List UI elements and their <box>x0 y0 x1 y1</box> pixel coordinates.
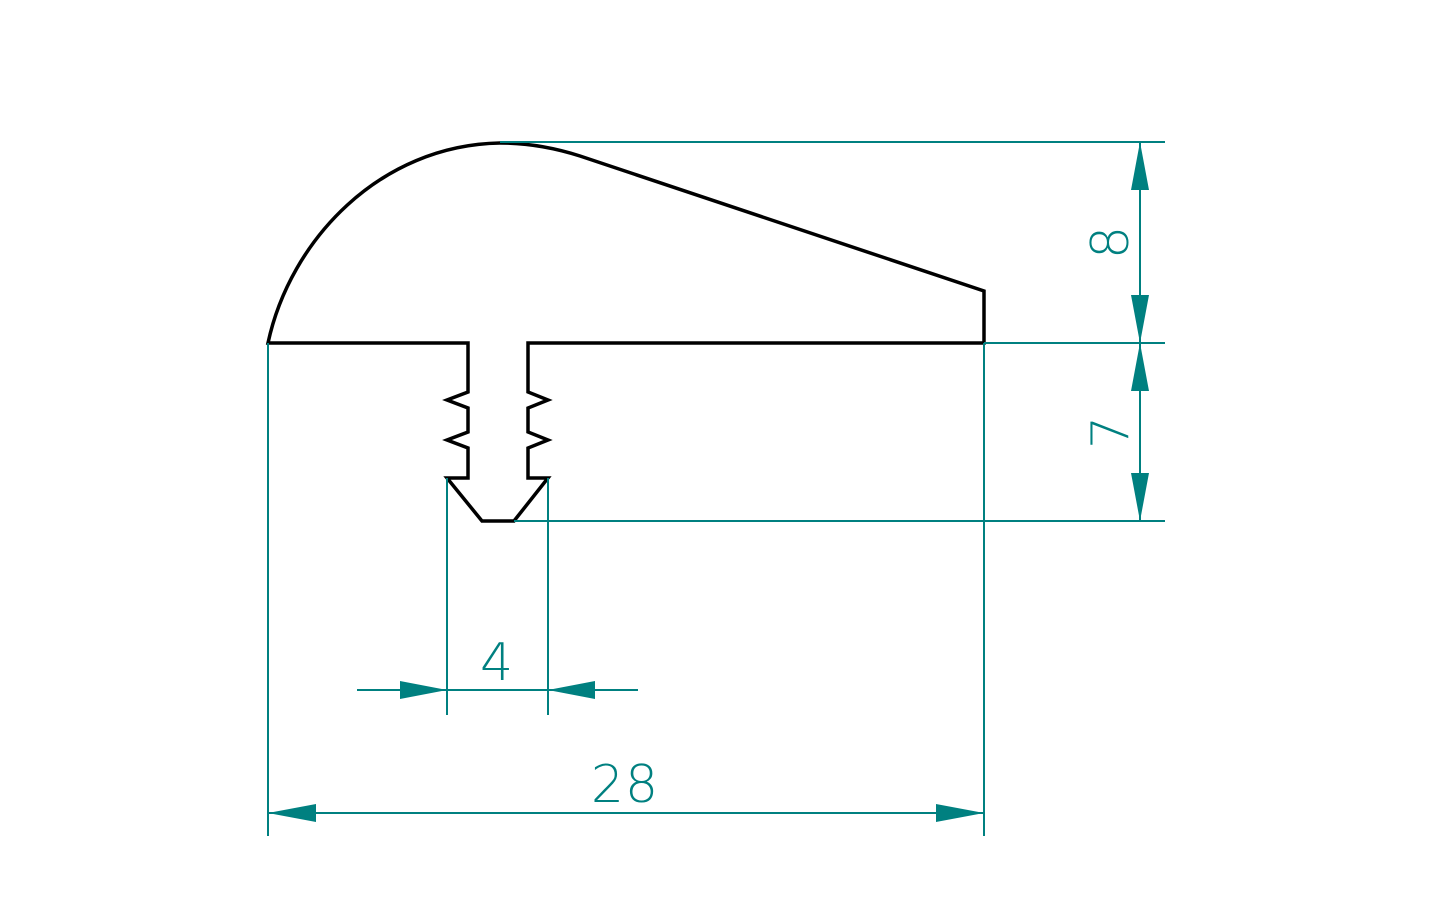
arrow-right-icon <box>936 804 984 822</box>
arrow-left-icon <box>268 804 316 822</box>
dimension-label-overall-width: 28 <box>591 755 659 815</box>
profile-outline <box>265 141 986 523</box>
arrow-up-icon <box>1131 142 1149 190</box>
dimension-head-height: 8 <box>1081 142 1149 343</box>
dimension-overall-width: 28 <box>268 755 984 822</box>
dimension-tongue-height: 7 <box>1081 343 1149 521</box>
arrow-right-icon <box>400 681 447 699</box>
arrow-up-icon <box>1131 343 1149 391</box>
dimension-tongue-width: 4 <box>357 633 638 699</box>
dimension-label-tongue-width: 4 <box>480 633 514 693</box>
dimension-label-head-height: 8 <box>1081 225 1141 259</box>
dimension-label-tongue-height: 7 <box>1081 415 1141 449</box>
arrow-down-icon <box>1131 473 1149 521</box>
arrow-down-icon <box>1131 295 1149 343</box>
arrow-left-icon <box>548 681 595 699</box>
